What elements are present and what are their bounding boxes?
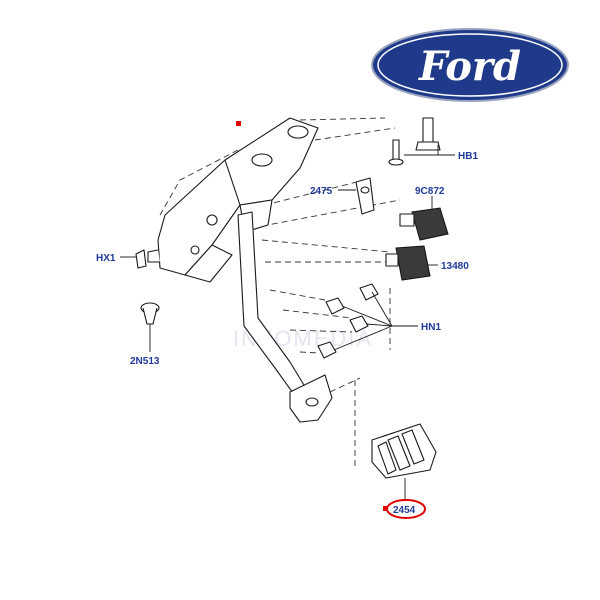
brake-pedal-arm <box>237 211 333 423</box>
nuts-hn1 <box>317 283 379 359</box>
highlight-ring-2454 <box>386 499 426 519</box>
marker-square <box>236 121 241 126</box>
ford-logo: Ford <box>371 28 569 102</box>
clip-hx1 <box>135 249 147 269</box>
callout-2n513[interactable]: 2N513 <box>130 356 160 367</box>
pin-2n513 <box>140 302 160 325</box>
callout-2475[interactable]: 2475 <box>310 186 333 197</box>
switch-13480 <box>385 245 431 281</box>
ford-logo-text: Ford <box>418 43 521 90</box>
callout-hn1[interactable]: HN1 <box>421 322 441 333</box>
callout-2454[interactable]: 2454 <box>393 505 416 516</box>
callout-13480[interactable]: 13480 <box>441 261 469 272</box>
callouts: HB1 2475 9C872 13480 HX1 2N513 HN1 2454 <box>96 151 478 516</box>
callout-9c872[interactable]: 9C872 <box>415 186 445 197</box>
marker-square <box>383 506 388 511</box>
leader-lines <box>120 145 455 500</box>
bolt-hb1 <box>388 117 441 166</box>
switch-9c872 <box>399 207 449 241</box>
pedal-pad-2454 <box>371 423 437 479</box>
part-2475 <box>355 177 375 215</box>
pedal-bracket <box>147 117 319 283</box>
callout-hb1[interactable]: HB1 <box>458 151 478 162</box>
callout-hx1[interactable]: HX1 <box>96 253 116 264</box>
ford-logo-oval <box>371 28 569 102</box>
